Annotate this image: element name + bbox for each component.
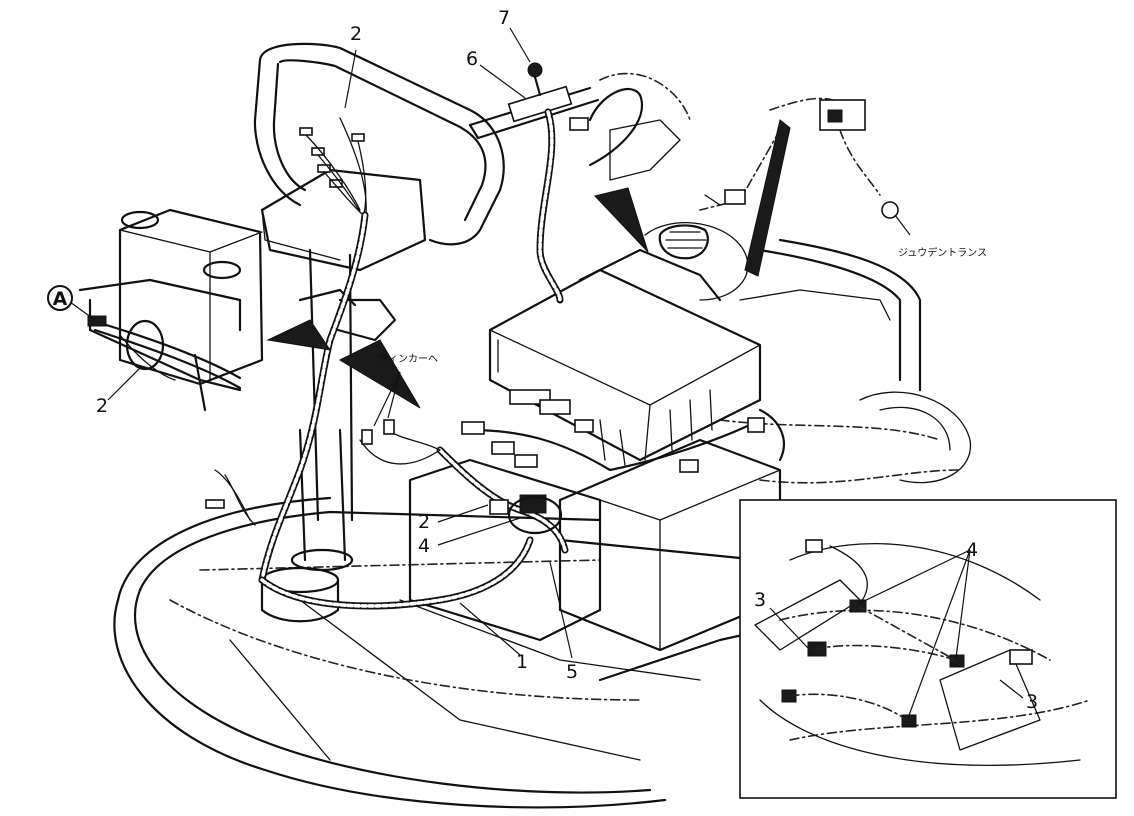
note-winker: ウィンカーへ <box>378 353 438 365</box>
label-3-inset-left: 3 <box>754 589 766 611</box>
leader-lines <box>69 27 1024 719</box>
label-5: 5 <box>566 661 578 683</box>
note-charger: ジュウデントランス <box>898 246 987 259</box>
ref-a-marker: A <box>47 285 73 311</box>
left-battery <box>78 208 264 412</box>
inset-detail <box>739 499 1117 799</box>
upper-harness <box>468 62 911 304</box>
vehicle-frame <box>113 238 972 809</box>
label-6: 6 <box>466 48 478 70</box>
main-harness <box>205 408 785 610</box>
label-2-top: 2 <box>350 23 362 45</box>
label-3-inset-right: 3 <box>1026 691 1038 713</box>
label-4-main: 4 <box>418 535 430 557</box>
controller-unit <box>408 222 782 652</box>
hub-connectors <box>299 117 367 215</box>
label-a: A <box>53 288 68 310</box>
labels: 2 7 6 A 2 ウィンカーへ ジュウデントランス 2 4 5 1 3 4 3 <box>47 7 1038 713</box>
label-4-inset: 4 <box>966 539 978 561</box>
label-7: 7 <box>498 7 510 29</box>
steering-assembly <box>253 42 505 623</box>
label-2-left: 2 <box>96 395 108 417</box>
label-1: 1 <box>516 651 528 673</box>
callout-wedges <box>266 119 791 409</box>
label-2-mid: 2 <box>418 511 430 533</box>
